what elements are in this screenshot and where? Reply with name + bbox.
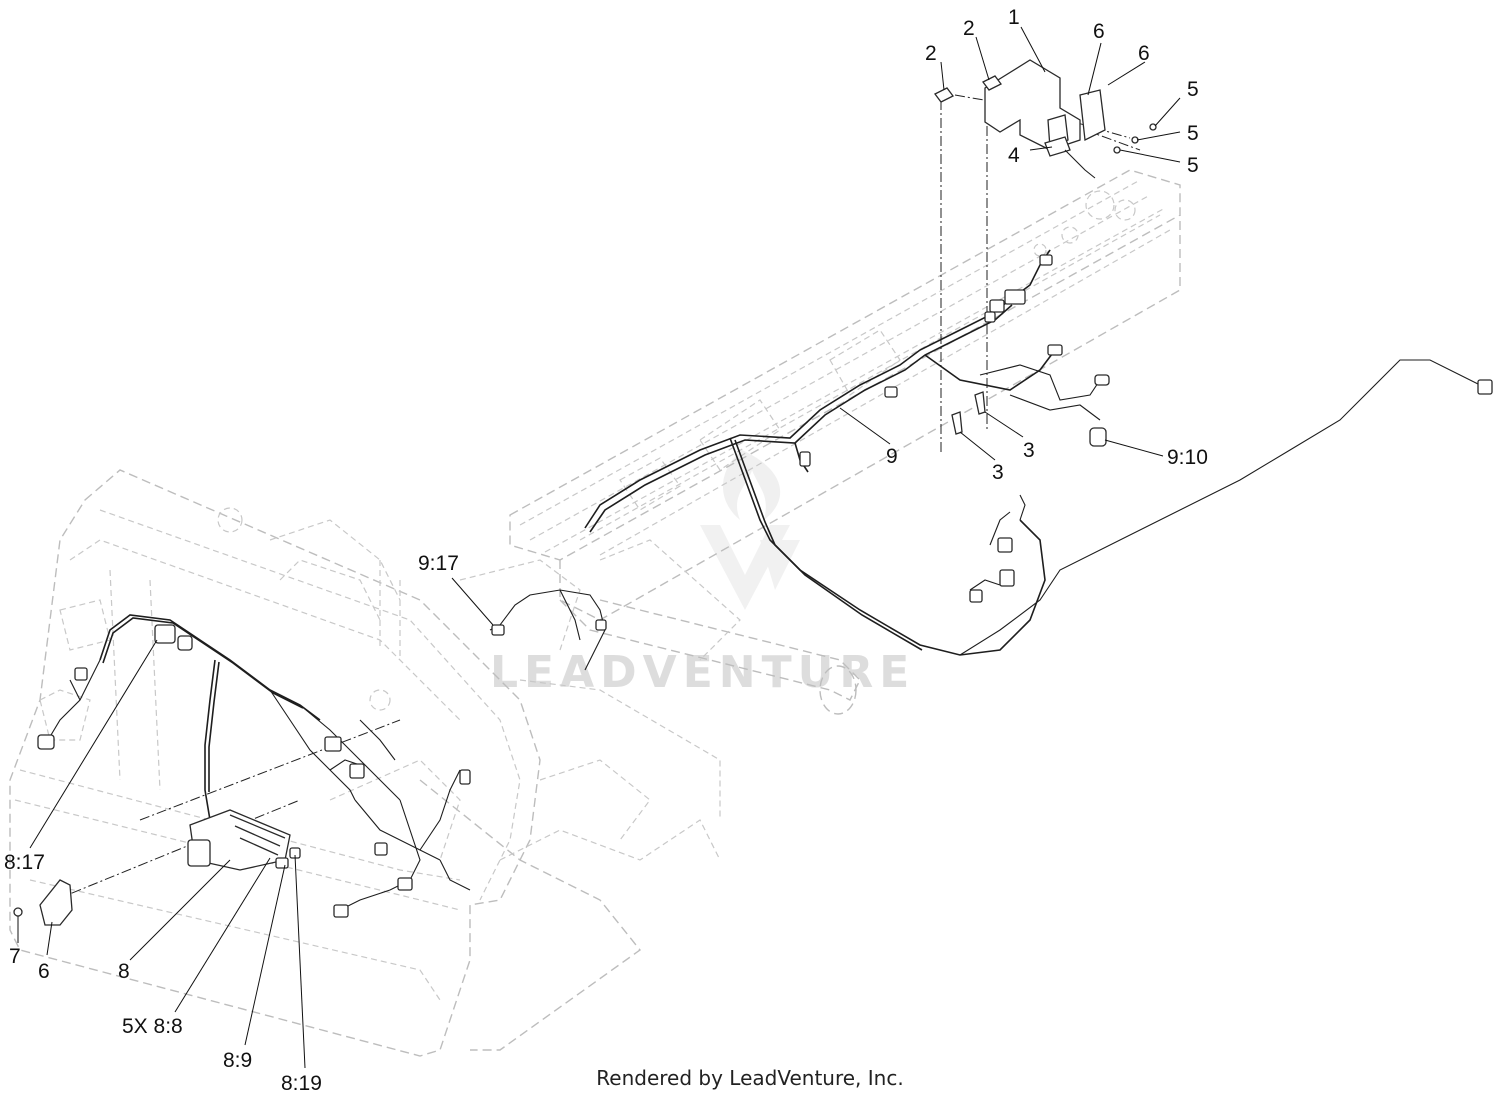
- alignment-lines: [54, 90, 1141, 901]
- callout-1: 1: [1008, 6, 1020, 29]
- callout-labels: 1 2 2 6 6 5 5 5 4 3 3 9 9:10 9:17 8:17 7…: [4, 6, 1208, 1095]
- render-credit: Rendered by LeadVenture, Inc.: [596, 1066, 904, 1090]
- callout-6-right: 6: [1138, 42, 1150, 65]
- callout-6-left: 6: [1093, 20, 1105, 43]
- center-harness: [489, 589, 607, 671]
- leadventure-logo-watermark: [700, 450, 800, 610]
- callout-9-17: 9:17: [418, 552, 459, 575]
- leader-lines: [17, 26, 1181, 1069]
- rear-wire-harness: [584, 249, 1493, 656]
- callout-5-bottom: 5: [1187, 154, 1199, 177]
- callout-8-9: 8:9: [223, 1049, 252, 1072]
- callout-2-right: 2: [963, 17, 975, 40]
- callout-5x-8-8: 5X 8:8: [122, 1015, 183, 1038]
- callout-8-17: 8:17: [4, 851, 45, 874]
- front-wire-harness: [37, 614, 471, 918]
- sensor-switch: [1044, 136, 1096, 179]
- screws: [13, 123, 1157, 917]
- callout-5-top: 5: [1187, 78, 1199, 101]
- callout-8: 8: [118, 960, 130, 983]
- callout-8-19: 8:19: [281, 1072, 322, 1095]
- callout-4: 4: [1008, 144, 1020, 167]
- relay-bracket: [39, 879, 73, 926]
- callout-3-left: 3: [992, 461, 1004, 484]
- callout-7: 7: [9, 945, 21, 968]
- callout-9: 9: [886, 445, 898, 468]
- clip-nut: [934, 75, 1002, 103]
- callout-9-10: 9:10: [1167, 446, 1208, 469]
- callout-3-right: 3: [1023, 439, 1035, 462]
- callout-6-bottom: 6: [38, 960, 50, 983]
- callout-2-left: 2: [925, 42, 937, 65]
- mount-bracket: [984, 59, 1106, 151]
- watermark-text: LEADVENTURE: [490, 647, 915, 698]
- callout-5-middle: 5: [1187, 122, 1199, 145]
